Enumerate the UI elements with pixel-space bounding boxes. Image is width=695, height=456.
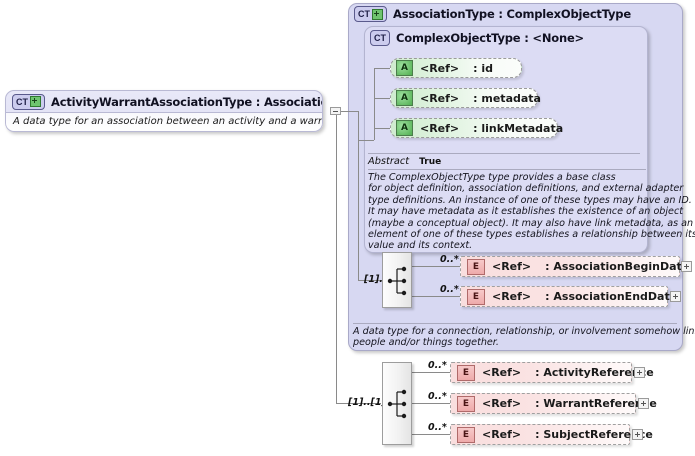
badge-label: CT — [358, 9, 370, 19]
element-icon: E — [457, 395, 475, 412]
expand-button[interactable] — [681, 261, 692, 272]
complex-object-type-documentation: The ComplexObjectType type provides a ba… — [368, 169, 695, 252]
association-type-doc-line1: A data type for a connection, relationsh… — [353, 326, 695, 337]
connector-root-trunk — [336, 111, 337, 403]
element-row[interactable]: E <Ref> : ActivityReference — [450, 362, 654, 383]
element-ref: <Ref> — [492, 290, 532, 303]
element-name: : AssociationBeginDate — [545, 260, 690, 273]
abstract-value: True — [419, 157, 442, 167]
element-name: : ActivityReference — [535, 366, 654, 379]
complex-type-expandable-icon[interactable]: CT — [12, 93, 45, 110]
complex-type-expandable-icon[interactable]: CT — [354, 6, 387, 22]
element-occurrence: 0..* — [428, 391, 447, 402]
element-ref: <Ref> — [482, 366, 522, 379]
abstract-label: Abstract — [368, 156, 410, 167]
complex-object-type-title: ComplexObjectType : <None> — [396, 31, 584, 45]
connector-root-out — [336, 111, 358, 112]
root-type-header: CT ActivityWarrantAssociationType : Asso… — [6, 91, 322, 113]
root-collapse-stub[interactable] — [330, 107, 341, 115]
element-row[interactable]: E <Ref> : AssociationBeginDate — [460, 256, 689, 277]
connector-cot-attr-2 — [374, 98, 390, 99]
connector-assoc-trunk — [358, 111, 359, 280]
connector-assocseq-e1 — [412, 266, 460, 267]
connector-assoc-to-seq — [358, 280, 382, 281]
sequence-icon[interactable] — [382, 252, 412, 308]
attribute-icon: A — [396, 120, 413, 136]
attribute-ref: <Ref> — [420, 61, 460, 75]
attribute-ref: <Ref> — [420, 121, 460, 135]
attribute-name: : linkMetadata — [473, 121, 564, 135]
plus-icon[interactable] — [30, 96, 41, 107]
element-name: : SubjectReference — [535, 428, 653, 441]
element-ref: <Ref> — [482, 428, 522, 441]
sequence-icon[interactable] — [382, 362, 412, 445]
connector-cot-trunk — [374, 68, 375, 140]
attribute-ref: <Ref> — [420, 91, 460, 105]
association-type-title: AssociationType : ComplexObjectType — [393, 7, 631, 21]
root-sequence-cardinality: [1]..[1] — [348, 397, 386, 408]
association-type-doc-line2: people and/or things together. — [353, 337, 499, 349]
element-occurrence: 0..* — [440, 254, 459, 265]
root-type-box[interactable]: CT ActivityWarrantAssociationType : Asso… — [5, 90, 323, 132]
expand-button[interactable] — [670, 291, 681, 302]
root-type-documentation: A data type for an association between a… — [13, 116, 323, 127]
association-type-header: CT AssociationType : ComplexObjectType — [354, 6, 631, 22]
element-icon: E — [457, 426, 475, 443]
connector-assocseq-e2 — [412, 296, 460, 297]
connector-rootseq-e3 — [412, 434, 450, 435]
connector-cot-attr-3 — [374, 128, 390, 129]
complex-type-icon[interactable]: CT — [370, 30, 390, 46]
connector-assoc-to-cot — [358, 140, 374, 141]
sequence-glyph — [387, 266, 407, 296]
complex-object-type-header: CT ComplexObjectType : <None> — [370, 30, 584, 46]
expand-button[interactable] — [632, 429, 643, 440]
connector-rootseq-e2 — [412, 403, 450, 404]
element-name: : AssociationEndDate — [545, 290, 678, 303]
sequence-glyph — [387, 389, 407, 419]
element-icon: E — [467, 288, 485, 305]
connector-root-to-sequence — [336, 403, 381, 404]
connector-rootseq-e1 — [412, 372, 450, 373]
badge-label: CT — [374, 33, 386, 43]
attribute-row[interactable]: A <Ref> : metadata — [390, 88, 541, 108]
element-icon: E — [467, 258, 485, 275]
attribute-icon: A — [396, 90, 413, 106]
expand-button[interactable] — [638, 398, 649, 409]
association-type-documentation: A data type for a connection, relationsh… — [353, 323, 695, 349]
element-occurrence: 0..* — [428, 422, 447, 433]
root-type-title: ActivityWarrantAssociationType : Associa… — [51, 94, 322, 109]
element-icon: E — [457, 364, 475, 381]
badge-label: CT — [16, 96, 28, 107]
attribute-row[interactable]: A <Ref> : linkMetadata — [390, 118, 563, 138]
element-row[interactable]: E <Ref> : AssociationEndDate — [460, 286, 677, 307]
element-occurrence: 0..* — [428, 360, 447, 371]
plus-icon[interactable] — [372, 8, 383, 20]
attribute-row[interactable]: A <Ref> : id — [390, 58, 522, 78]
connector-cot-attr-1 — [374, 68, 390, 69]
attribute-name: : metadata — [473, 91, 541, 105]
element-name: : WarrantReference — [535, 397, 657, 410]
element-ref: <Ref> — [492, 260, 532, 273]
abstract-row: Abstract True — [368, 153, 640, 167]
element-row[interactable]: E <Ref> : SubjectReference — [450, 424, 653, 445]
attribute-name: : id — [473, 61, 494, 75]
expand-button[interactable] — [634, 367, 645, 378]
element-row[interactable]: E <Ref> : WarrantReference — [450, 393, 657, 414]
element-ref: <Ref> — [482, 397, 522, 410]
element-occurrence: 0..* — [440, 284, 459, 295]
attribute-icon: A — [396, 60, 413, 76]
